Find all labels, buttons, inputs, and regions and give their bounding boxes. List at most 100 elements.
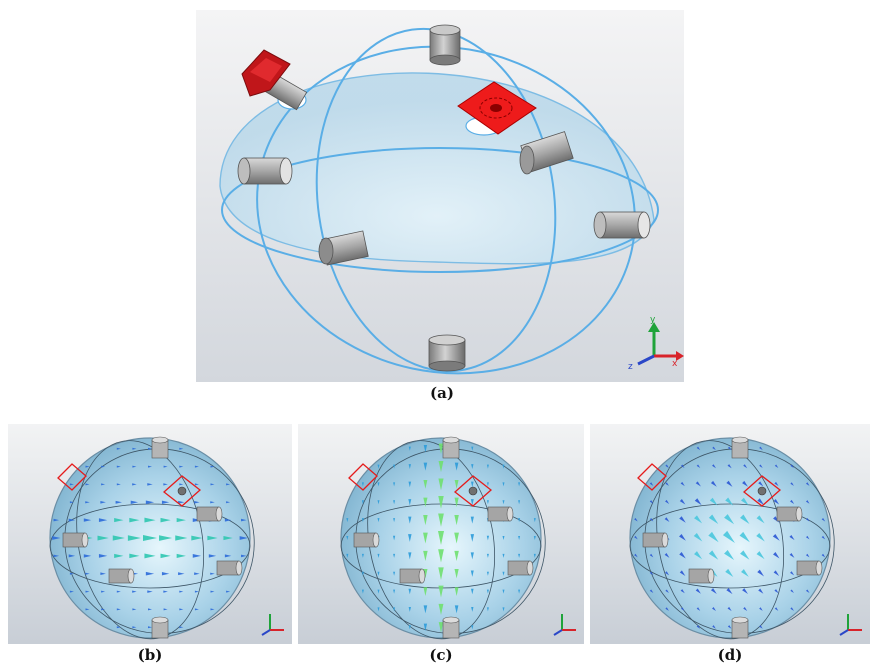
field-arrow <box>502 553 505 558</box>
field-arrow <box>454 550 459 561</box>
field-arrow <box>664 517 670 523</box>
field-arrow <box>129 553 140 559</box>
field-arrow <box>470 570 474 577</box>
field-arrow <box>408 534 412 542</box>
hemisphere-shell <box>219 72 655 265</box>
field-arrow <box>533 553 536 558</box>
field-arrow <box>821 517 826 522</box>
field-arrow <box>712 607 716 611</box>
field-arrow <box>408 606 411 612</box>
field-arrow <box>759 625 763 629</box>
field-arrow <box>160 553 171 559</box>
field-arrow <box>377 518 380 523</box>
field-arrow <box>649 482 654 486</box>
field-arrow <box>774 589 779 594</box>
field-arrow <box>148 608 152 611</box>
field-arrow <box>132 483 137 486</box>
field-arrow <box>207 535 218 541</box>
field-arrow <box>502 536 505 540</box>
axis-label-z: z <box>628 362 633 372</box>
field-arrows <box>634 446 826 629</box>
equator-line <box>629 503 831 589</box>
field-arrow <box>68 554 76 558</box>
field-arrow <box>69 483 74 486</box>
axis-label-y: y <box>650 315 656 325</box>
probe-right <box>593 211 651 239</box>
field-arrow <box>346 553 349 558</box>
field-arrow <box>518 536 521 540</box>
field-arrow <box>695 588 701 594</box>
field-arrow <box>161 572 170 576</box>
field-arrow <box>116 608 121 611</box>
field-arrow <box>438 478 444 491</box>
probe-bottom-cap <box>151 616 169 624</box>
field-arrow <box>377 607 380 612</box>
field-arrow <box>163 465 168 468</box>
field-arrow <box>759 446 763 451</box>
field-arrow <box>712 625 716 629</box>
field-arrow <box>680 589 685 594</box>
feed-port-right <box>742 475 782 507</box>
probe-upper-right-cap <box>506 506 514 522</box>
field-arrow <box>502 589 505 594</box>
field-arrow <box>454 497 459 508</box>
field-arrow <box>423 462 428 471</box>
meridian-wire-1 <box>315 27 557 373</box>
field-arrow <box>408 499 412 506</box>
field-arrow <box>98 554 108 558</box>
field-arrow <box>696 446 701 451</box>
panel-b <box>8 424 292 644</box>
feed-port-right <box>457 81 537 136</box>
field-arrow <box>147 590 153 593</box>
field-arrow <box>725 497 734 506</box>
probe-upper-right-cap <box>215 506 223 522</box>
field-arrow <box>773 552 780 559</box>
field-arrow <box>758 481 764 487</box>
field-arrow <box>438 496 444 509</box>
field-arrow <box>393 518 396 523</box>
field-arrow <box>665 499 670 504</box>
field-arrow <box>224 518 232 522</box>
field-arrow <box>148 626 152 629</box>
field-arrow <box>740 514 750 524</box>
field-arrow <box>179 608 184 611</box>
field-arrow <box>194 483 199 486</box>
field-arrow <box>742 588 748 594</box>
field-arrow <box>722 530 735 543</box>
field-arrow <box>471 606 474 612</box>
field-arrow <box>224 554 232 558</box>
field-arrow <box>179 590 184 593</box>
field-arrow <box>408 481 412 488</box>
field-arrow <box>502 500 505 505</box>
field-arrow <box>486 500 489 505</box>
field-arrow <box>438 585 444 598</box>
field-arrow <box>241 554 247 558</box>
field-arrow <box>454 515 459 526</box>
field-arrow <box>486 535 490 541</box>
field-arrow <box>438 549 444 563</box>
field-arrow <box>693 532 703 542</box>
field-arrow <box>486 482 489 487</box>
probe-right-cap <box>526 560 534 576</box>
field-arrow <box>176 518 186 523</box>
probe-right-cap <box>235 560 243 576</box>
field-arrow <box>518 553 521 558</box>
field-arrow <box>649 500 654 504</box>
field-arrow <box>393 607 396 612</box>
field-arrow <box>634 535 638 540</box>
field-arrow <box>438 622 444 633</box>
field-arrow <box>148 465 152 468</box>
field-arrow <box>85 590 90 593</box>
field-arrow <box>53 554 60 558</box>
field-arrow <box>132 465 137 468</box>
feed-port-left <box>637 463 667 491</box>
field-arrow <box>423 587 428 596</box>
field-arrow <box>471 625 474 630</box>
field-arrow <box>679 533 686 541</box>
field-arrow <box>533 518 536 523</box>
field-arrow <box>239 536 248 540</box>
field-arrow <box>438 443 444 454</box>
field-arrow <box>724 549 735 561</box>
field-arrow <box>774 607 779 611</box>
probe-top-cap <box>151 436 169 444</box>
